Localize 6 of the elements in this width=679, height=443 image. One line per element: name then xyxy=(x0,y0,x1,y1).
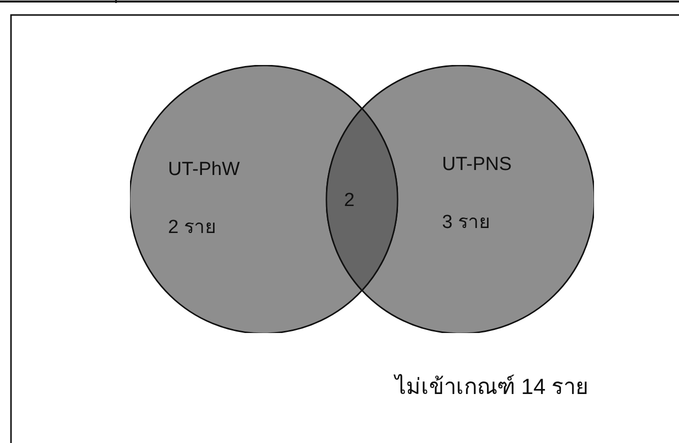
count-label: 2 ราย xyxy=(168,218,216,237)
count-label: 2 xyxy=(344,191,355,210)
set-label: UT-PNS xyxy=(442,155,512,174)
note-text: ไม่เข้าเกณฑ์ 14 ราย xyxy=(395,376,589,398)
set-label: UT-PhW xyxy=(168,160,240,179)
count-label: 3 ราย xyxy=(442,213,490,232)
